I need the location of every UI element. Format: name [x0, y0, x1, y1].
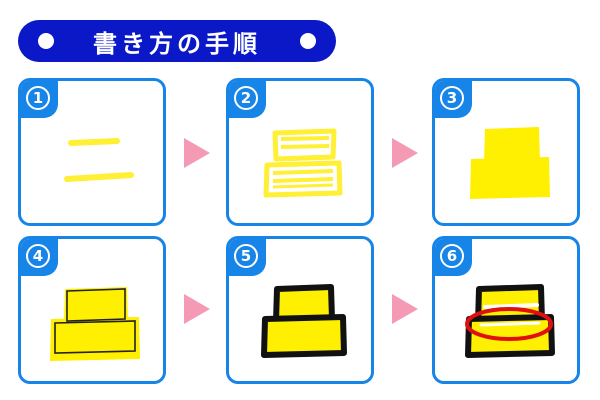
step-panel-2: 2: [226, 78, 374, 226]
step-number-4: 4: [26, 244, 50, 268]
step-5-illustration: [261, 284, 347, 358]
step-2-illustration: [263, 128, 343, 198]
step-1-illustration: [64, 138, 134, 182]
arrow-right-icon: [184, 294, 210, 324]
step-badge-3: 3: [435, 81, 472, 118]
arrow-right-icon: [392, 294, 418, 324]
step-panel-3: 3: [432, 78, 580, 226]
arrow-right-icon: [392, 138, 418, 168]
step-6-illustration: [465, 284, 555, 358]
step-number-1: 1: [26, 86, 50, 110]
arrow-right-icon: [184, 138, 210, 168]
bullet-dot-right: [300, 33, 316, 49]
step-panel-6: 6: [432, 236, 580, 384]
step-number-5: 5: [234, 244, 258, 268]
title-banner: 書き方の手順: [18, 20, 336, 62]
step-4-illustration: [50, 287, 140, 361]
step-panel-1: 1: [18, 78, 166, 226]
step-badge-2: 2: [229, 81, 266, 118]
step-number-6: 6: [440, 244, 464, 268]
step-badge-6: 6: [435, 239, 472, 276]
step-number-3: 3: [440, 86, 464, 110]
step-badge-4: 4: [21, 239, 58, 276]
highlight-circle: [465, 307, 553, 341]
step-panel-4: 4: [18, 236, 166, 384]
bullet-dot-left: [38, 33, 54, 49]
step-3-illustration: [470, 127, 550, 199]
step-number-2: 2: [234, 86, 258, 110]
step-badge-1: 1: [21, 81, 58, 118]
step-panel-5: 5: [226, 236, 374, 384]
page-title: 書き方の手順: [93, 29, 261, 58]
step-badge-5: 5: [229, 239, 266, 276]
